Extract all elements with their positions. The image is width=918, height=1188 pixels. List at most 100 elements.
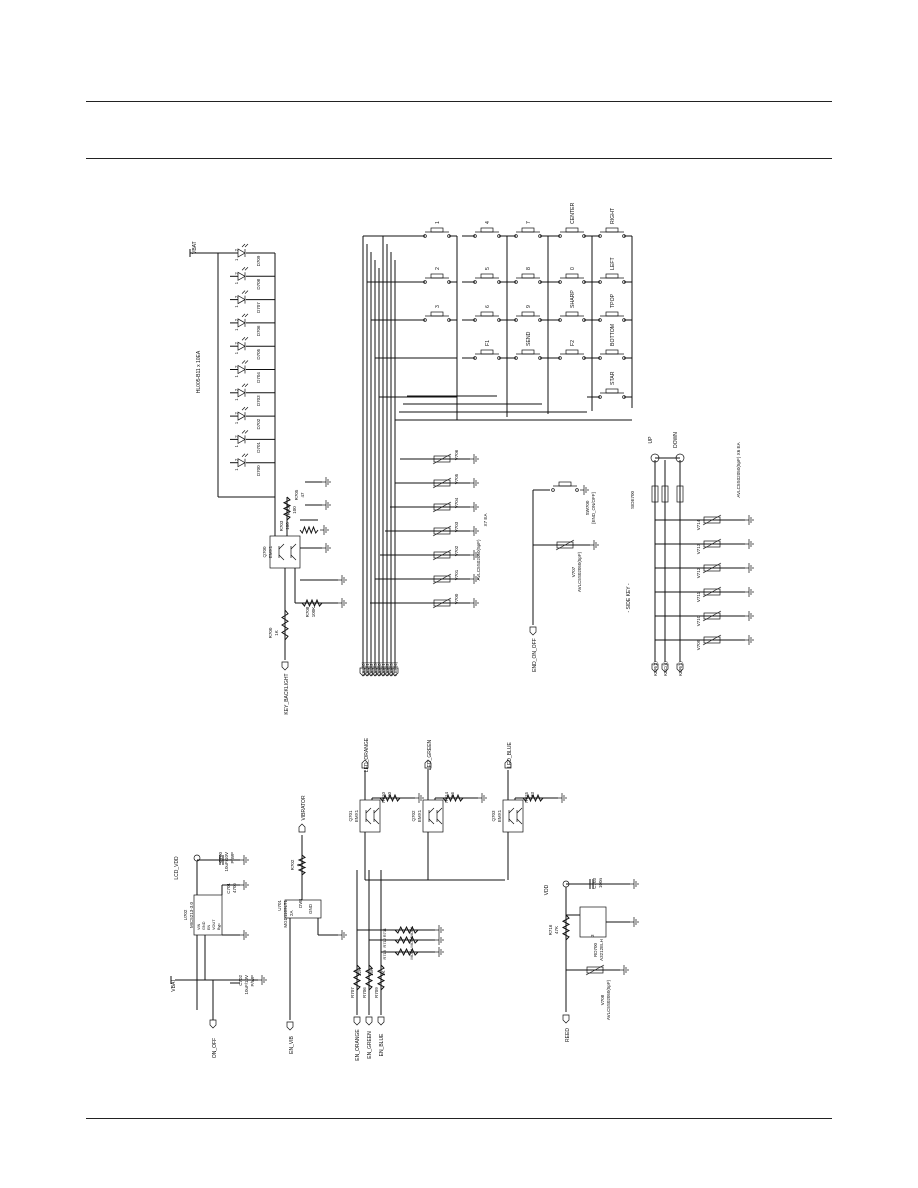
switch-contact: [622, 280, 626, 284]
sw700-label: [END_ON/OFF]: [591, 492, 596, 524]
switch-contact: [447, 318, 451, 322]
diode-ref: D700: [256, 465, 261, 476]
sidekey-up-contact: [650, 453, 660, 463]
end-net: END_ON_OFF: [532, 638, 538, 672]
diode-emission: [244, 336, 249, 341]
q700-transistor: [269, 535, 301, 569]
switch-contact: [497, 318, 501, 322]
q700-ref: Q700: [262, 546, 267, 558]
end-ground: [580, 485, 589, 495]
keypad-varistor: [432, 453, 452, 465]
switch-button: [430, 273, 444, 279]
switch-button: [480, 349, 494, 355]
switch-contact: [538, 280, 542, 284]
switch-contact: [423, 234, 427, 238]
sidekey-varistor-ref: V714: [696, 519, 701, 530]
varistor-body: [433, 551, 451, 559]
varistor-body: [433, 455, 451, 463]
key-switch: [473, 227, 501, 238]
sidekey-element: [651, 485, 659, 503]
varistor-body: [433, 527, 451, 535]
diode-emission: [241, 383, 246, 388]
key-switch: [423, 311, 451, 322]
key-label: CENTER: [570, 202, 576, 224]
u701-ref: U701: [277, 900, 282, 911]
keypad-varistor: [432, 501, 452, 513]
en-port: [353, 1016, 361, 1026]
led-net-port: [361, 759, 369, 769]
key-switch: [598, 388, 626, 399]
varistor-slash: [555, 539, 575, 551]
varistor-part: AVLC5S02050(5pF): [476, 539, 481, 580]
v708-part: AVLC5S02050(5pF): [606, 979, 611, 1020]
pin-label: 1: [234, 281, 239, 284]
key-label: RIGHT: [610, 207, 616, 224]
diode-emission: [244, 360, 249, 364]
sw700-ref: SW700: [585, 500, 590, 515]
on-off-port: [209, 1019, 217, 1029]
transistor-body: [422, 799, 444, 833]
sidekey-varistor-ref: V711: [696, 591, 701, 602]
led-driver-transistor: [359, 799, 381, 833]
pin-label: 1: [234, 398, 239, 401]
switch-button: [521, 227, 535, 233]
diode-triangle: [237, 388, 246, 398]
r703-ref: R703: [279, 520, 284, 531]
diode-emission: [241, 336, 246, 341]
varistor-ref: V704: [454, 497, 459, 508]
backlight-led: [237, 336, 249, 351]
sidekey-varistor-ref: V712: [696, 567, 701, 578]
sidekey-varistor: [702, 538, 722, 550]
varistor-ref: V705: [454, 473, 459, 484]
varistor-ground: [470, 526, 479, 536]
switch-contact: [423, 280, 427, 284]
switch-contact: [497, 356, 501, 360]
rd700-body: [579, 906, 607, 938]
transistor-collector: [278, 543, 285, 550]
switch-button: [565, 349, 579, 355]
v708-varistor: [585, 964, 605, 976]
keypad-net: KBC(2): [369, 661, 374, 676]
vibrator-net: VIBRATOR: [301, 795, 307, 820]
pin-label: 2: [234, 318, 239, 321]
led-r-value: 56: [450, 792, 455, 798]
switch-button: [605, 311, 619, 317]
keypad-varistor: [432, 549, 452, 561]
key-switch: [598, 349, 626, 360]
led-rb-ref: R706: [362, 987, 367, 998]
transistor-emitter: [373, 818, 380, 825]
backlight-part: HL005-B11 x 10EA: [196, 350, 202, 393]
switch-contact: [538, 356, 542, 360]
varistor-slash: [432, 477, 452, 489]
key-label: 0: [570, 267, 576, 270]
c701-value: 470p: [232, 883, 237, 894]
c702-ref: C702: [238, 975, 243, 986]
v707-ref: V707: [571, 566, 576, 577]
switch-contact: [514, 234, 518, 238]
keypad-net: KBR(1): [381, 661, 386, 676]
varistor-body: [433, 479, 451, 487]
key-label: STAR: [610, 371, 616, 385]
pin-label: 1: [234, 305, 239, 308]
diode-emission: [244, 406, 249, 411]
key-label: 3: [435, 305, 441, 308]
led-driver-transistor: [502, 799, 524, 833]
sidekey-up: UP: [648, 436, 654, 444]
pin-label: 1: [234, 375, 239, 378]
varistor-slash: [432, 453, 452, 465]
sidekey-ground: [745, 611, 754, 621]
r708-ground: [338, 598, 347, 608]
r716-value: 47K: [554, 926, 559, 934]
backlight-led: [237, 267, 249, 281]
led-r-ref: R714: [444, 792, 449, 803]
switch-button: [430, 227, 444, 233]
r716-resistor: [561, 914, 571, 941]
pin-label: 1: [234, 421, 239, 424]
key-label: 9: [526, 305, 532, 308]
led-q-ref: Q703: [491, 810, 496, 822]
sidekey-down-contact: [675, 453, 685, 463]
switch-contact: [473, 234, 477, 238]
switch-contact: [558, 280, 562, 284]
lcd-vdd-net: LCD_VDD: [174, 856, 180, 880]
